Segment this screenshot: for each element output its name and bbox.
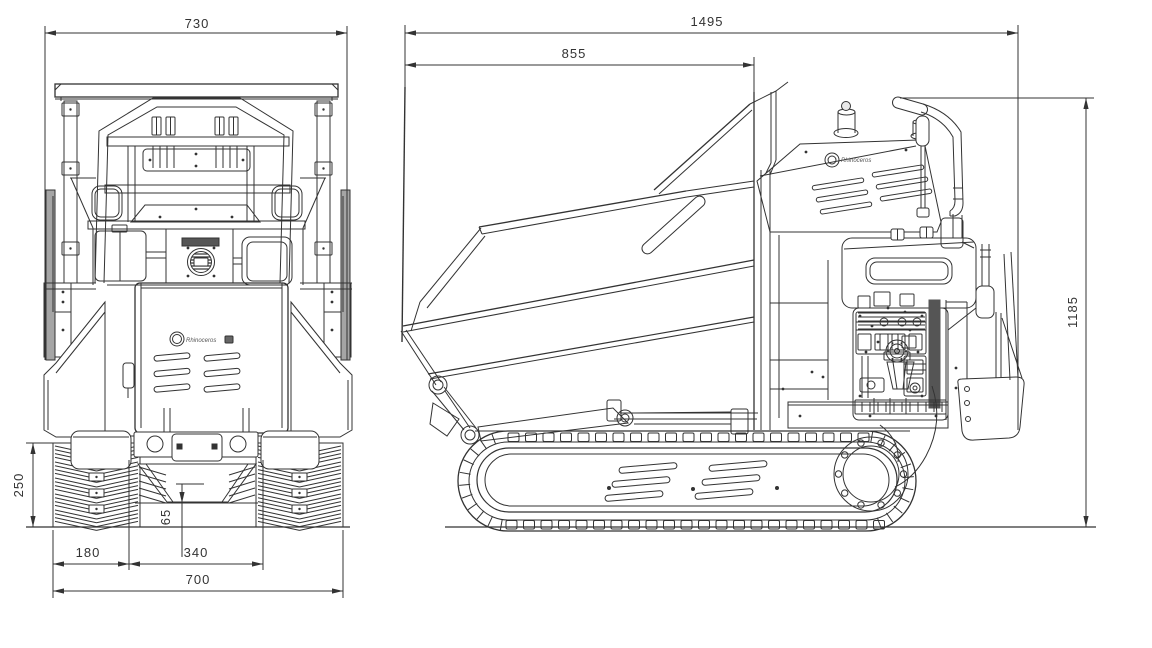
svg-text:180: 180 [76, 545, 101, 560]
svg-text:Rhinoceros: Rhinoceros [186, 338, 216, 344]
svg-text:1495: 1495 [691, 14, 724, 29]
svg-text:65: 65 [158, 509, 173, 525]
svg-text:855: 855 [562, 46, 587, 61]
svg-text:Rhinoceros: Rhinoceros [841, 158, 871, 164]
svg-text:730: 730 [185, 16, 210, 31]
svg-text:1185: 1185 [1065, 296, 1080, 328]
svg-text:700: 700 [186, 572, 211, 587]
svg-text:340: 340 [184, 545, 209, 560]
svg-text:250: 250 [11, 473, 26, 498]
